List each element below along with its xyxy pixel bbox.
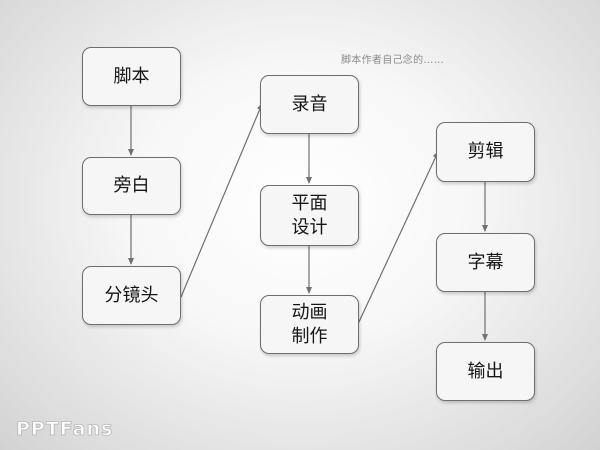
node-subtitles: 字幕	[436, 233, 535, 292]
node-graphic-design: 平面 设计	[260, 185, 359, 246]
watermark-logo: PPTFans	[16, 418, 114, 441]
node-script: 脚本	[82, 47, 181, 106]
node-subtitles-label: 字幕	[467, 251, 504, 273]
node-editing-label: 剪辑	[467, 141, 504, 162]
node-script-label: 脚本	[113, 65, 150, 87]
node-recording: 录音	[260, 75, 359, 134]
node-storyboard: 分镜头	[82, 266, 181, 325]
node-narration: 旁白	[82, 157, 181, 215]
node-graphic-design-label: 平面 设计	[291, 192, 328, 238]
node-narration-label: 旁白	[113, 175, 150, 196]
edge-animation-editing	[357, 151, 439, 325]
node-animation: 动画 制作	[260, 295, 359, 354]
node-recording-label: 录音	[291, 93, 328, 115]
node-storyboard-label: 分镜头	[104, 284, 159, 306]
node-animation-label: 动画 制作	[291, 301, 328, 347]
edge-storyboard-recording	[180, 103, 263, 298]
annotation-caption: 脚本作者自己念的……	[341, 55, 444, 66]
node-editing: 剪辑	[436, 122, 535, 182]
node-output: 输出	[436, 342, 535, 401]
node-output-label: 输出	[467, 360, 504, 382]
